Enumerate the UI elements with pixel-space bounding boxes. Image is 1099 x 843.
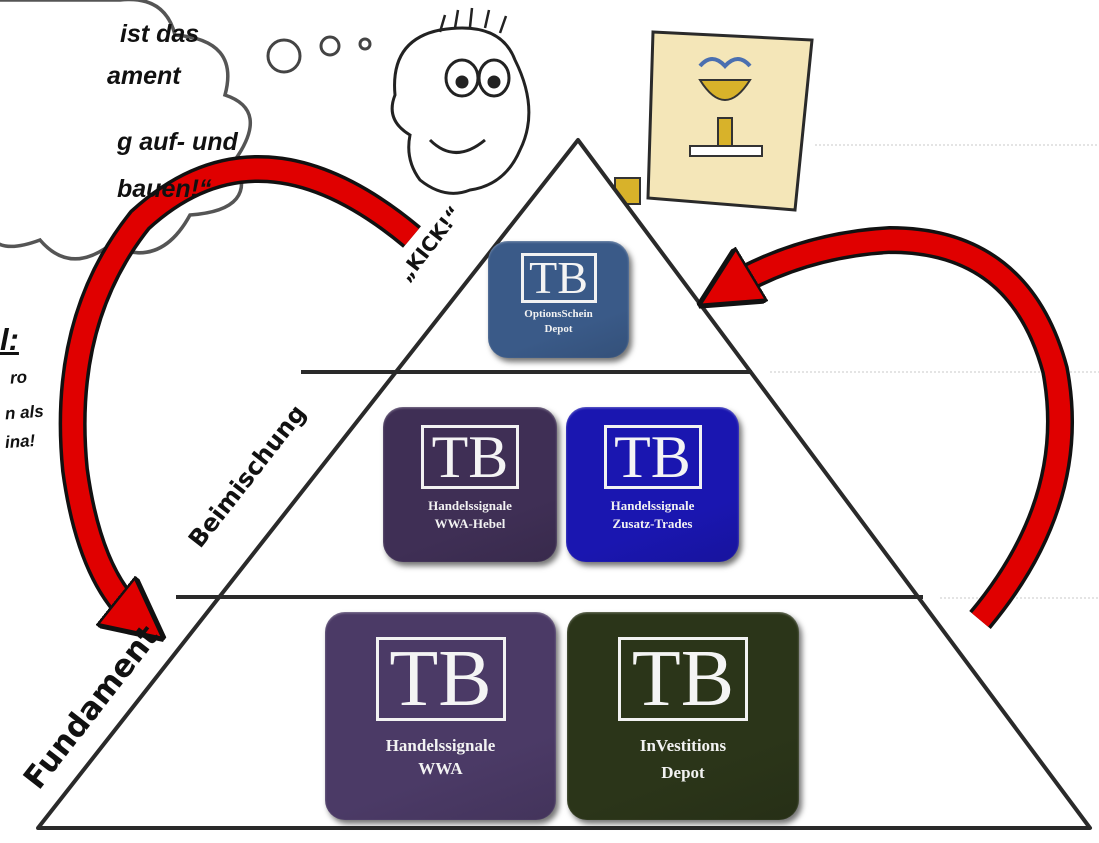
ruled-lines	[770, 144, 1099, 599]
tile-investitions-depot[interactable]: TB InVestitions Depot	[567, 612, 799, 820]
thought-line-3: g auf- und	[117, 128, 238, 156]
left-note-line-1: ro	[9, 367, 28, 388]
cartoon-man-illustration	[390, 7, 531, 195]
tile-line-2: Depot	[661, 763, 705, 782]
tile-line-1: Handelssignale	[428, 498, 512, 513]
holy-grail-sign	[614, 30, 814, 212]
arrow-kick-to-fundament	[58, 154, 421, 620]
tile-line-2: WWA-Hebel	[434, 516, 506, 531]
tile-line-2: Depot	[544, 323, 573, 335]
tile-optionsschein-depot[interactable]: TB OptionsSchein Depot	[488, 241, 629, 358]
tile-line-1: Handelssignale	[610, 498, 695, 513]
left-note-line-3: ina!	[4, 430, 36, 453]
tb-logo: TB	[421, 425, 519, 489]
tb-logo: TB	[603, 425, 702, 489]
thought-line-2: ament	[107, 62, 181, 90]
thought-line-1: ist das	[120, 20, 200, 48]
tb-logo: TB	[520, 253, 597, 303]
tile-line-1: OptionsSchein	[524, 308, 593, 320]
left-note-line-2: n als	[4, 401, 45, 424]
thought-line-4: bauen!“	[117, 175, 212, 203]
thought-bubble-circles	[266, 35, 372, 74]
tile-line-2: Zusatz-Trades	[612, 516, 693, 531]
tb-logo: TB	[618, 637, 748, 721]
tile-handelssignale-wwa-hebel[interactable]: TB Handelssignale WWA-Hebel	[383, 407, 557, 562]
tb-logo: TB	[375, 637, 506, 721]
tile-handelssignale-wwa[interactable]: TB Handelssignale WWA	[325, 612, 556, 820]
left-note-heading: l:	[0, 322, 19, 357]
tile-handelssignale-zusatz-trades[interactable]: TB Handelssignale Zusatz-Trades	[566, 407, 739, 562]
tile-line-2: WWA	[418, 759, 463, 778]
pyramid-outline	[36, 138, 1092, 830]
arrow-fundament-to-top	[725, 225, 1074, 629]
tile-line-1: InVestitions	[639, 736, 727, 755]
tile-line-1: Handelssignale	[385, 736, 496, 755]
